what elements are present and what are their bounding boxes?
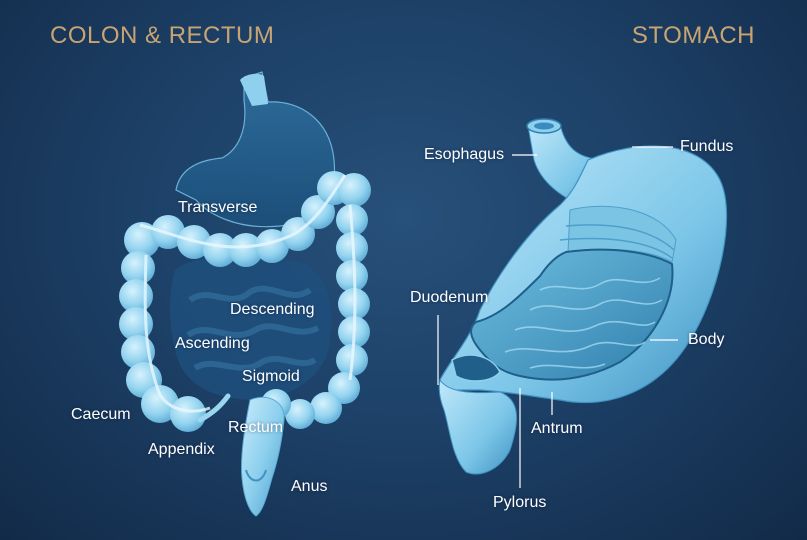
rectum bbox=[241, 396, 285, 517]
colon-diagram bbox=[119, 71, 371, 517]
leader-lines bbox=[437, 146, 678, 488]
label-transverse: Transverse bbox=[178, 199, 258, 216]
label-caecum: Caecum bbox=[71, 406, 131, 423]
anus bbox=[245, 469, 267, 482]
pylorus-ring bbox=[451, 354, 501, 382]
ascending-colon bbox=[119, 251, 211, 432]
label-ascending: Ascending bbox=[175, 335, 250, 352]
label-antrum: Antrum bbox=[531, 420, 583, 437]
upper-esophagus-tube bbox=[240, 73, 268, 106]
label-anus: Anus bbox=[291, 478, 328, 495]
stomach-inner-cavity bbox=[470, 248, 674, 381]
duodenum bbox=[438, 378, 518, 475]
label-rectum: Rectum bbox=[228, 419, 284, 436]
colon-rectum-title: COLON & RECTUM bbox=[50, 22, 275, 49]
label-appendix: Appendix bbox=[148, 441, 215, 458]
label-fundus: Fundus bbox=[680, 138, 734, 155]
transverse-colon bbox=[124, 171, 371, 267]
descending-colon bbox=[328, 204, 370, 404]
upper-stomach-shape bbox=[175, 71, 336, 228]
label-descending: Descending bbox=[230, 301, 315, 318]
stomach-title: STOMACH bbox=[631, 22, 755, 49]
label-esophagus: Esophagus bbox=[424, 146, 505, 163]
appendix bbox=[197, 393, 231, 423]
stomach-diagram bbox=[438, 118, 728, 475]
label-duodenum: Duodenum bbox=[410, 289, 489, 306]
label-pylorus: Pylorus bbox=[493, 494, 547, 511]
label-body: Body bbox=[688, 331, 725, 348]
label-sigmoid: Sigmoid bbox=[242, 368, 300, 385]
